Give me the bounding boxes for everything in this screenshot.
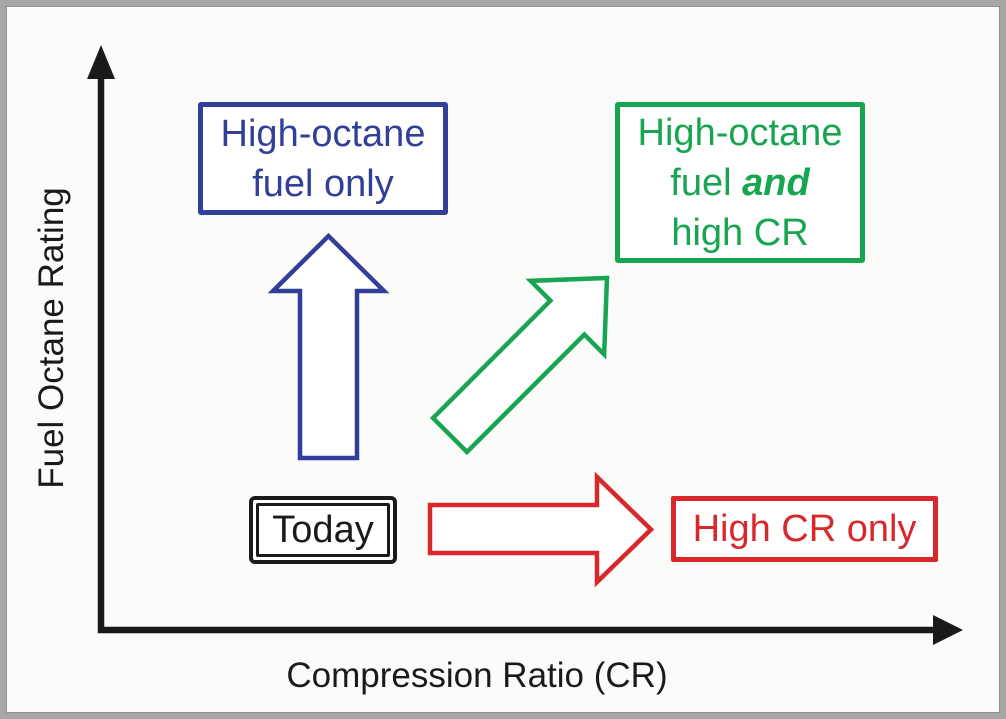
box-high-octane-fuel-only: High-octane fuel only — [198, 102, 448, 215]
box-today: Today — [249, 496, 397, 564]
box-green-line3: high CR — [671, 211, 809, 254]
box-green-line2-plain: fuel — [670, 161, 743, 204]
box-high-cr-only-label: High CR only — [692, 508, 917, 550]
box-high-octane-fuel-only-line2: fuel only — [252, 162, 394, 205]
blue-up-arrow-icon — [267, 232, 390, 461]
red-right-arrow-icon — [427, 471, 655, 588]
x-axis-label: Compression Ratio (CR) — [286, 656, 668, 695]
green-diagonal-arrow-icon — [429, 275, 610, 456]
box-green-line2: fuel and — [670, 158, 809, 208]
box-green-line2-emphasis: and — [742, 161, 810, 204]
box-high-cr-only: High CR only — [671, 496, 938, 562]
box-today-label: Today — [256, 503, 390, 557]
y-axis-arrowhead-icon — [87, 45, 115, 79]
y-axis-label: Fuel Octane Rating — [32, 187, 71, 489]
x-axis-arrowhead-icon — [933, 615, 963, 645]
box-high-octane-fuel-only-line1: High-octane — [220, 112, 426, 155]
box-green-line1: High-octane — [637, 111, 843, 154]
box-high-octane-fuel-and-high-cr: High-octane fuel and high CR — [615, 102, 865, 263]
